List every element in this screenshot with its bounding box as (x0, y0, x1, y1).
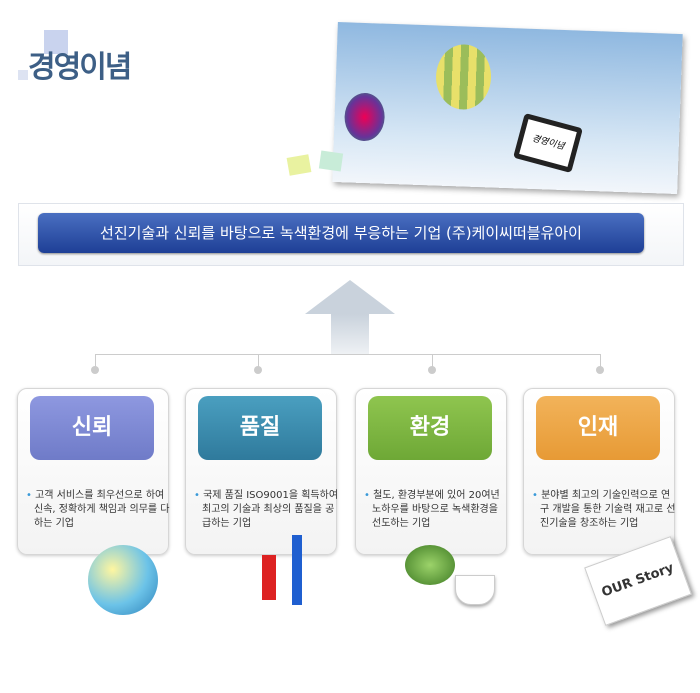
connector-line (600, 354, 601, 368)
card-header: 환경 (368, 396, 492, 460)
value-card-quality: 품질 국제 품질 ISO9001을 획득하여 최고의 기술과 최상의 품질을 공… (185, 388, 340, 555)
value-card-talent: 인재 분야별 최고의 기술인력으로 연구 개발을 통한 기술력 재고로 선진기술… (523, 388, 678, 555)
connector-dot (428, 366, 436, 374)
up-arrow-icon (305, 280, 395, 314)
connector-line (95, 354, 601, 355)
connector-line (95, 354, 96, 368)
balloon-icon (343, 92, 386, 142)
decor-square (44, 30, 68, 54)
card-description: 분야별 최고의 기술인력으로 연구 개발을 통한 기술력 재고로 선진기술을 창… (532, 489, 678, 531)
value-card-trust: 신뢰 고객 서비스를 최우선으로 하여 신속, 정확하게 책임과 의무를 다하는… (17, 388, 172, 555)
connector-line (432, 354, 433, 368)
card-description: 철도, 환경부분에 있어 20여년 노하우를 바탕으로 녹색환경을 선도하는 기… (364, 489, 510, 531)
growth-chart-icon (262, 555, 276, 600)
value-card-environment: 환경 철도, 환경부분에 있어 20여년 노하우를 바탕으로 녹색환경을 선도하… (355, 388, 507, 555)
plant-icon (405, 545, 455, 585)
card-header: 신뢰 (30, 396, 154, 460)
card-header: 품질 (198, 396, 322, 460)
connector-dot (596, 366, 604, 374)
globe-airplane-icon (88, 545, 158, 615)
up-arrow-shaft (331, 314, 369, 354)
coffee-cup-icon (455, 575, 495, 605)
connector-dot (254, 366, 262, 374)
sticky-note-icon (286, 154, 312, 176)
balloon-photo (332, 22, 683, 194)
balloon-icon (434, 43, 493, 111)
connector-line (258, 354, 259, 368)
clipboard-text: 경영이념 (519, 119, 577, 167)
decor-square (18, 70, 28, 80)
mission-statement: 선진기술과 신뢰를 바탕으로 녹색환경에 부응하는 기업 (주)케이씨떠블유아이 (38, 213, 644, 253)
card-header: 인재 (536, 396, 660, 460)
connector-dot (91, 366, 99, 374)
card-description: 국제 품질 ISO9001을 획득하여 최고의 기술과 최상의 품질을 공급하는… (194, 489, 340, 531)
page-title: 경영이념 (28, 50, 132, 85)
growth-chart-icon (292, 535, 302, 605)
card-description: 고객 서비스를 최우선으로 하여 신속, 정확하게 책임과 의무를 다하는 기업 (26, 489, 172, 531)
sticky-note-icon (318, 150, 344, 172)
